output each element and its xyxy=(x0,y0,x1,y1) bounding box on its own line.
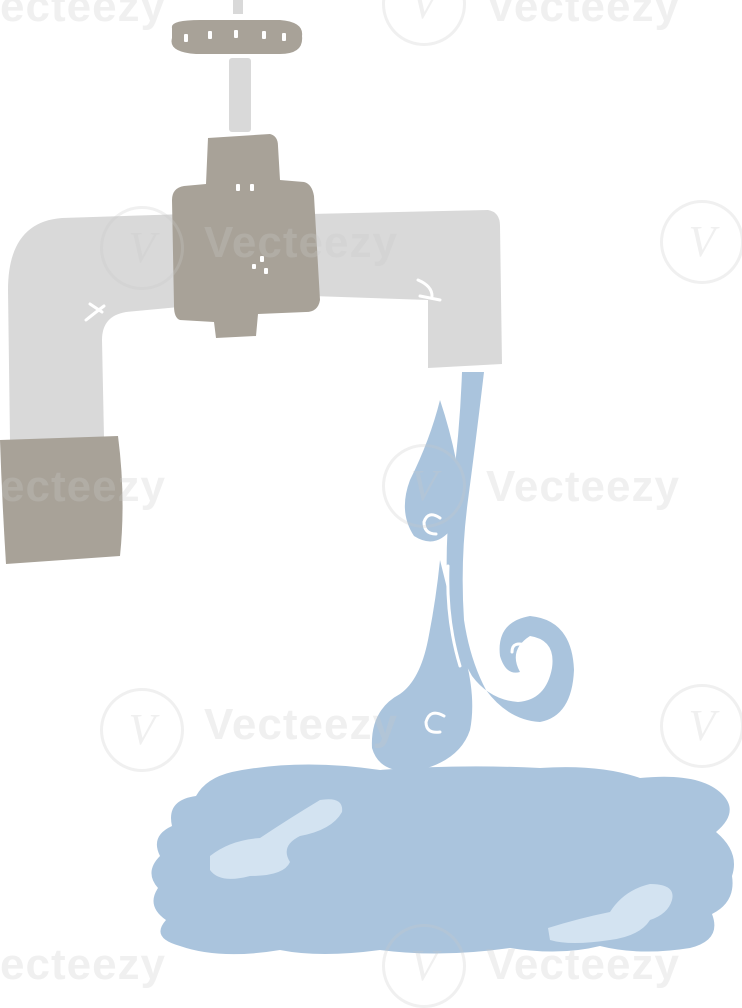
spout xyxy=(310,210,502,368)
watermark-text: ecteezy xyxy=(0,462,167,511)
handle-top-stem xyxy=(233,0,243,14)
watermark-logo-icon xyxy=(100,206,184,290)
watermark-logo-icon xyxy=(660,684,742,768)
watermark-logo-icon xyxy=(100,688,184,772)
illustration-stage: Vecteezy ecteezy Vecteezy Vecteezy Vecte… xyxy=(0,0,742,980)
tap-handle xyxy=(171,0,303,132)
pipe-fitting xyxy=(0,436,123,564)
watermark-text: Vecteezy xyxy=(486,462,680,511)
watermark-text: ecteezy xyxy=(0,940,167,989)
watermark-logo-icon xyxy=(660,200,742,284)
watermark-logo-icon xyxy=(382,444,466,528)
handle-stem xyxy=(229,58,251,132)
watermark-text: Vecteezy xyxy=(204,700,398,749)
water-splash xyxy=(371,560,473,772)
puddle-highlight-left xyxy=(210,799,343,879)
watermark-text: Vecteezy xyxy=(486,940,680,989)
watermark-logo-icon xyxy=(382,924,466,1008)
water-stream xyxy=(446,372,574,722)
valve-body xyxy=(172,134,320,338)
water-puddle xyxy=(151,764,734,955)
watermark-logo-icon xyxy=(382,0,466,46)
puddle-highlight-right xyxy=(548,884,673,943)
watermark-text: Vecteezy xyxy=(204,218,398,267)
watermark-text: ecteezy xyxy=(0,0,167,31)
watermark-text: Vecteezy xyxy=(486,0,680,31)
